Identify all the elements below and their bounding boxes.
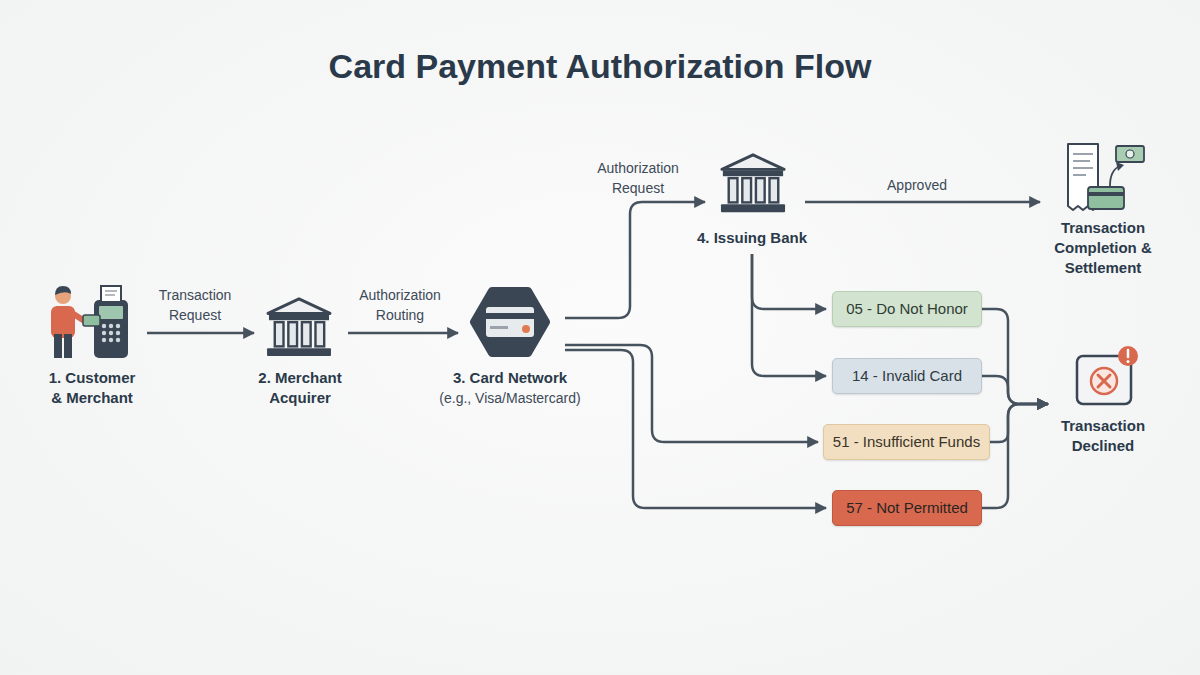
decline-code-box: 14 - Invalid Card	[832, 358, 982, 394]
network-node: 3. Card Network(e.g., Visa/Mastercard)	[418, 280, 602, 408]
diagram-title: Card Payment Authorization Flow	[0, 44, 1200, 88]
node-label: (e.g., Visa/Mastercard)	[439, 388, 580, 408]
decline-code-box: 57 - Not Permitted	[832, 490, 982, 526]
card-stripe	[486, 313, 534, 319]
node-label: 4. Issuing Bank	[697, 228, 807, 248]
declined-cross	[1098, 375, 1110, 387]
flow-connector	[752, 254, 826, 309]
terminal-screen	[99, 306, 123, 319]
node-label: 14 - Invalid Card	[852, 367, 962, 385]
payment-terminal	[94, 300, 128, 358]
node-label: 51 - Insufficient Funds	[833, 433, 980, 451]
card-network-icon	[474, 291, 546, 353]
decline-code-box: 51 - Insufficient Funds	[823, 424, 990, 460]
flow-connector	[147, 332, 254, 335]
participant-node: 4. Issuing Bank	[692, 146, 812, 248]
participant-node: 2. Merchant Acquirer	[254, 292, 346, 408]
outcome-node: Transaction Declined	[1046, 350, 1160, 456]
card-stripe	[1088, 192, 1124, 196]
flow-connector	[982, 309, 1048, 404]
bill-mark	[1126, 150, 1134, 158]
outcome-node: Transaction Completion & Settlement	[1046, 140, 1160, 278]
flow-connector	[348, 332, 458, 335]
customer-merchant-icon	[51, 286, 128, 358]
settlement-icon	[1068, 144, 1144, 210]
edge-label: Authorization Request	[588, 158, 688, 198]
card-line	[490, 326, 508, 329]
node-label: 3. Card Network	[453, 368, 567, 388]
terminal-keypad	[102, 324, 120, 342]
bank-icon	[721, 155, 785, 212]
alert-mark	[1127, 350, 1130, 357]
declined-circle	[1091, 368, 1117, 394]
node-label: 57 - Not Permitted	[846, 499, 968, 517]
key	[102, 324, 106, 328]
declined-icon	[1077, 346, 1138, 404]
key	[116, 324, 120, 328]
terminal-receipt	[101, 286, 121, 301]
flow-connector	[752, 254, 826, 376]
key	[109, 331, 113, 335]
node-label: 1. Customer & Merchant	[44, 368, 140, 408]
key	[102, 331, 106, 335]
receipt-lines	[1073, 154, 1093, 175]
decline-code-box: 05 - Do Not Honor	[832, 291, 982, 327]
key	[109, 338, 113, 342]
network-hexagon	[474, 291, 546, 353]
flow-connector	[565, 350, 826, 508]
flow-connector	[565, 202, 705, 318]
card-logo	[522, 325, 530, 333]
money-bill	[1116, 146, 1144, 162]
node-label: 2. Merchant Acquirer	[254, 368, 346, 408]
key	[102, 338, 106, 342]
flow-connector	[565, 345, 818, 442]
alert-dot	[1127, 360, 1130, 363]
settlement-card	[1088, 187, 1124, 209]
receipt-lines	[105, 291, 117, 295]
edge-label: Transaction Request	[150, 285, 240, 325]
bank-icon	[267, 299, 331, 356]
flow-connector	[982, 376, 1048, 404]
alert-badge	[1118, 346, 1138, 366]
flow-connector	[805, 201, 1040, 204]
key	[116, 338, 120, 342]
edge-label: Authorization Routing	[350, 285, 450, 325]
transfer-arrowhead	[1116, 162, 1124, 171]
key	[109, 324, 113, 328]
person-hair	[55, 286, 71, 295]
card-shape	[486, 307, 534, 337]
flow-connector	[982, 404, 1048, 508]
key	[116, 331, 120, 335]
edge-label: Approved	[857, 175, 977, 195]
person-leg	[64, 334, 72, 358]
person-leg	[54, 334, 62, 358]
flow-connector	[990, 404, 1048, 442]
node-label: 05 - Do Not Honor	[846, 300, 968, 318]
node-label: Transaction Declined	[1046, 416, 1160, 456]
participant-node: 1. Customer & Merchant	[44, 280, 140, 408]
node-label: Transaction Completion & Settlement	[1046, 218, 1160, 278]
payment-card	[83, 315, 100, 326]
